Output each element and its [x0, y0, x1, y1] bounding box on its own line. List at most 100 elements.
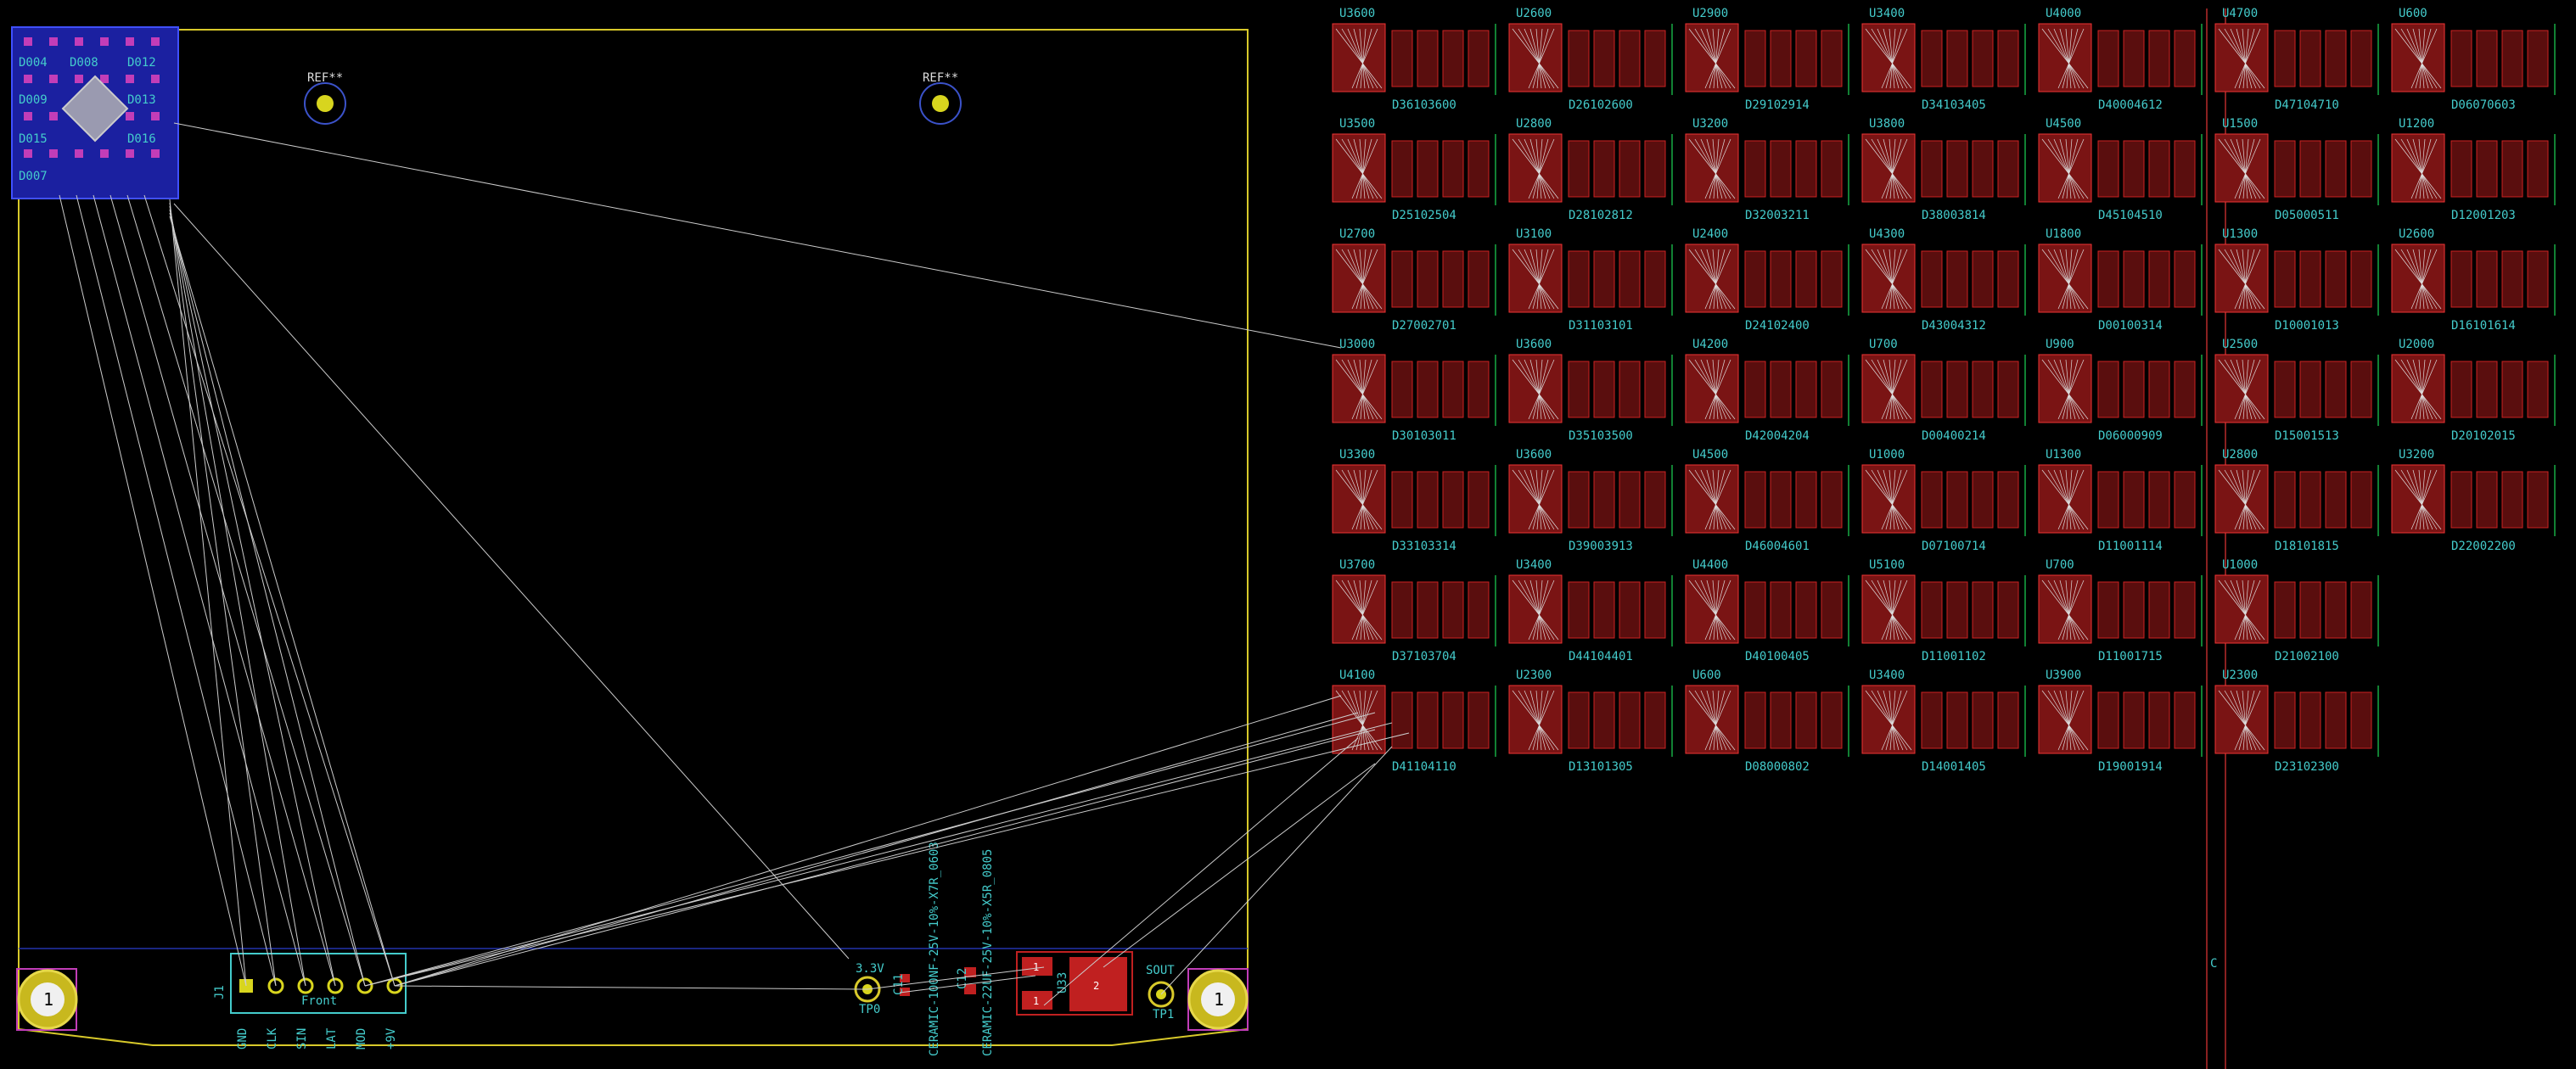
led-ratsnest: [1535, 138, 1542, 199]
led-cell-ref: U2900: [1692, 7, 1728, 20]
capacitor-c12[interactable]: C12 CERAMIC-22UF-25V-10%-X5R_0805: [956, 849, 995, 1056]
led-cell-ref: U4700: [2222, 7, 2258, 20]
led-ratsnest: [1532, 359, 1549, 420]
led-ratsnest: [1335, 138, 1383, 199]
led-ratsnest: [2419, 249, 2426, 310]
led-ratsnest: [2234, 359, 2261, 420]
regulator-u33[interactable]: 1 1 2 U33: [1016, 951, 1133, 1016]
led-ratsnest: [1883, 690, 1900, 751]
mount-ref-2[interactable]: REF**: [919, 71, 962, 125]
led-ratsnest: [1529, 138, 1546, 199]
led-pad-column: [2501, 250, 2523, 308]
mount-hole-left[interactable]: 1: [16, 968, 78, 1031]
led-ratsnest: [1529, 469, 1546, 530]
test-point-tp0[interactable]: 3.3V TP0: [854, 962, 884, 1016]
mount-hole-right[interactable]: 1: [1187, 968, 1249, 1031]
led-matrix[interactable]: U3600D36103600U3500D25102504U2700D270027…: [1332, 7, 2556, 774]
led-pad-column: [1468, 30, 1490, 87]
led-pad-column: [1744, 30, 1766, 87]
led-pad-column: [1795, 691, 1817, 749]
led-ratsnest: [2236, 469, 2253, 530]
led-ratsnest: [2410, 28, 2438, 89]
mount-ref-2-label: REF**: [923, 71, 958, 85]
driver-pad: [24, 112, 32, 120]
driver-block[interactable]: D004 D008 D012 D013 D009 D016 D015 D007: [11, 26, 179, 199]
led-cell-ref: U600: [1692, 669, 1721, 682]
led-pad-column: [1391, 361, 1413, 418]
led-ratsnest: [1688, 28, 1736, 89]
led-ratsnest: [2059, 469, 2076, 530]
led-ratsnest: [2412, 28, 2429, 89]
test-point-tp1[interactable]: SOUT TP1: [1146, 964, 1175, 1021]
ratsnest-line: [109, 194, 336, 987]
led-pad-column: [2174, 250, 2196, 308]
j1-pin-ring: [327, 977, 344, 994]
led-ratsnest: [2057, 138, 2085, 199]
led-ratsnest: [1706, 690, 1723, 751]
led-pad-column: [2450, 140, 2472, 198]
led-pad-column: [2097, 581, 2119, 639]
led-pad-column: [2299, 581, 2321, 639]
led-footprint: [2038, 23, 2092, 92]
driver-pad: [100, 75, 109, 83]
led-cell-bottom: D12001203: [2451, 209, 2516, 222]
mount-ref-1[interactable]: REF**: [304, 71, 346, 125]
led-ratsnest: [2406, 249, 2433, 310]
board-outline: [18, 29, 1249, 1046]
led-pad-column: [1619, 471, 1641, 529]
led-pad-column: [2274, 140, 2296, 198]
driver-pad: [24, 37, 32, 46]
led-ratsnest: [1700, 690, 1727, 751]
led-pad-column: [2097, 250, 2119, 308]
led-ratsnest: [2047, 28, 2085, 89]
